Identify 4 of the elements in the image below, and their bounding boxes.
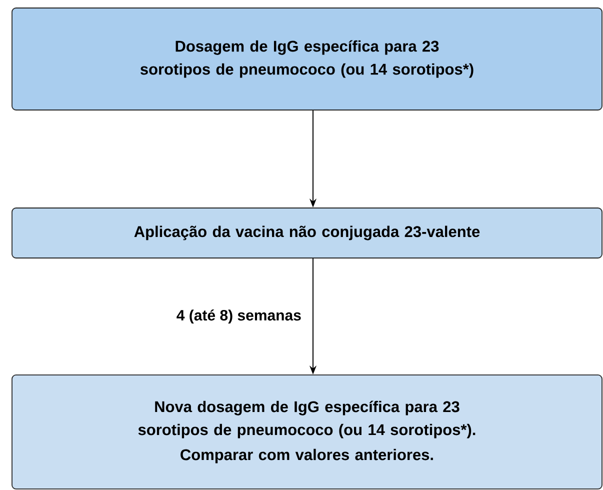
edge-label: 4 (até 8) semanas bbox=[176, 309, 301, 324]
process-box: Nova dosagem de IgG específica para 23 sorotipos de pneumococo (ou 14 sorotipos*). Comparar com valores anteriores. bbox=[12, 374, 602, 490]
process-box: Aplicação da vacina não conjugada 23-valente bbox=[12, 208, 602, 258]
process-box: Dosagem de IgG específica para 23 sorotipos de pneumococo (ou 14 sorotipos*) bbox=[12, 8, 602, 110]
